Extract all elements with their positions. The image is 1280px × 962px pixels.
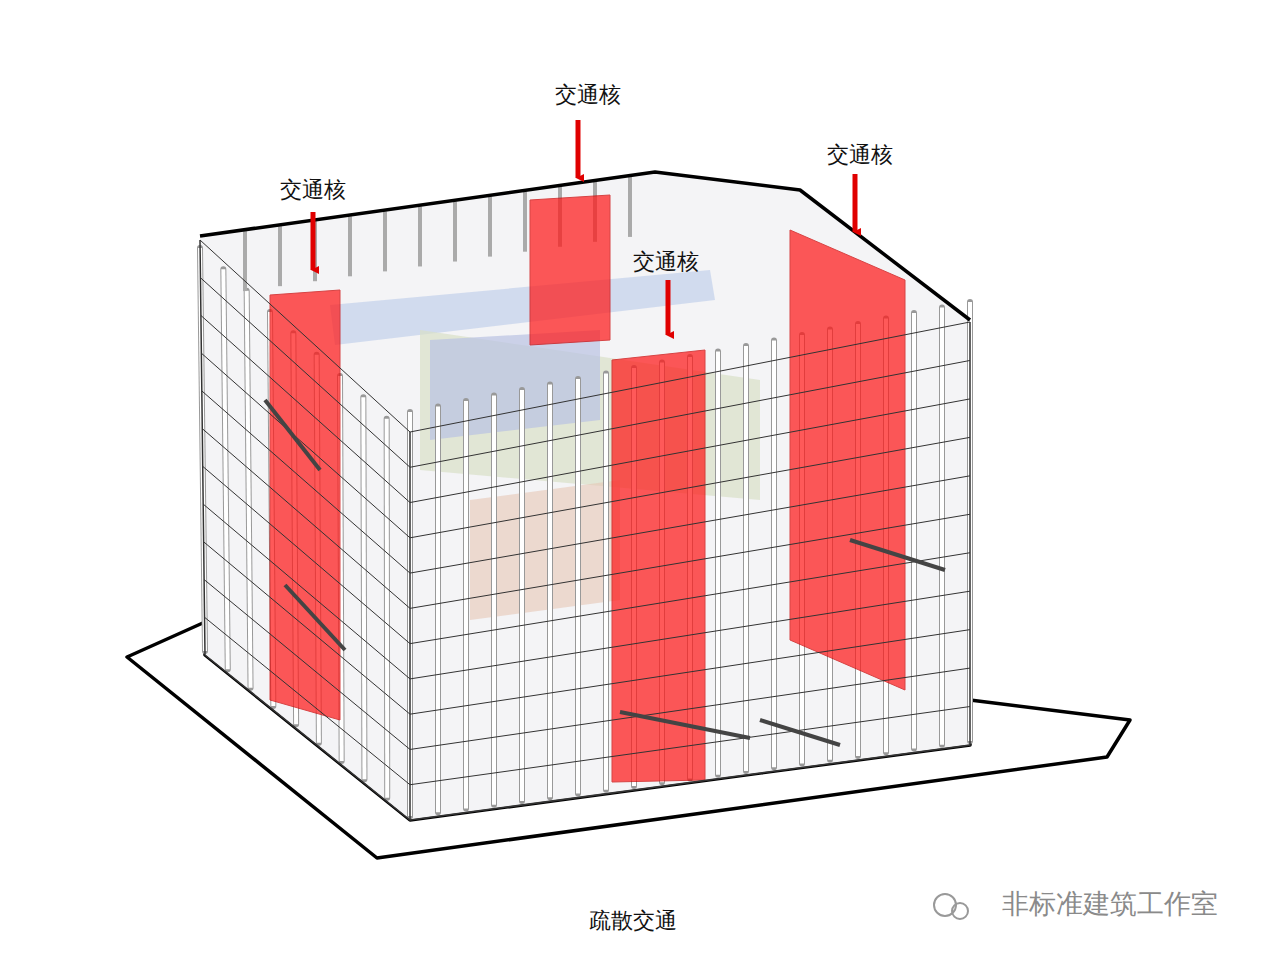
column xyxy=(743,346,749,771)
floor-line xyxy=(202,429,970,609)
column xyxy=(911,313,917,749)
column xyxy=(247,291,251,688)
column-fill xyxy=(772,341,776,768)
floor-line xyxy=(203,504,970,679)
column-fill xyxy=(247,291,251,688)
core-label: 交通核 xyxy=(633,249,699,275)
column-fill xyxy=(576,379,580,794)
core-label: 交通核 xyxy=(827,142,893,168)
leader-arrow xyxy=(666,280,671,335)
column xyxy=(603,374,609,790)
back-column xyxy=(278,226,282,286)
back-column xyxy=(628,177,632,237)
column-fill xyxy=(744,346,748,771)
back-column xyxy=(348,216,352,276)
floor-line xyxy=(202,391,970,573)
caption: 疏散交通 xyxy=(589,908,677,934)
leader-arrow xyxy=(576,120,581,178)
column-fill xyxy=(363,397,364,779)
back-column xyxy=(453,202,457,262)
column-fill xyxy=(492,396,496,805)
column-fill xyxy=(464,401,468,809)
transport-core xyxy=(790,230,905,690)
transport-core xyxy=(270,290,340,720)
column-fill xyxy=(912,313,916,749)
building-edge xyxy=(200,240,970,820)
floor-line xyxy=(200,278,970,468)
column xyxy=(223,269,227,669)
column-fill xyxy=(604,374,608,790)
transport-core xyxy=(530,195,610,345)
column xyxy=(435,407,441,813)
core-label: 交通核 xyxy=(280,177,346,203)
column xyxy=(491,396,497,805)
escalator xyxy=(285,585,345,650)
column-fill xyxy=(940,308,944,745)
column-fill xyxy=(385,419,390,798)
column xyxy=(519,390,525,801)
column xyxy=(715,352,721,775)
column xyxy=(771,341,777,768)
wechat-icon xyxy=(952,903,968,919)
floor-line xyxy=(201,353,970,538)
column-fill xyxy=(548,385,552,798)
core-label: 交通核 xyxy=(555,82,621,108)
leader-arrow xyxy=(853,174,858,232)
floor-line xyxy=(201,315,970,502)
floor-line xyxy=(203,466,970,643)
back-column xyxy=(488,197,492,257)
column-fill xyxy=(436,407,440,813)
escalator xyxy=(850,540,945,570)
column xyxy=(384,419,391,798)
column-fill xyxy=(223,269,227,669)
column xyxy=(575,379,581,794)
floor-line xyxy=(204,580,970,750)
escalator xyxy=(265,400,320,470)
column xyxy=(939,308,945,745)
column-fill xyxy=(716,352,720,775)
column-fill xyxy=(520,390,524,801)
back-column xyxy=(383,211,387,271)
escalator xyxy=(760,720,840,745)
watermark: 非标准建筑工作室 xyxy=(1002,888,1218,920)
interior-floor xyxy=(420,330,760,500)
floor-line xyxy=(204,542,970,714)
building-edge xyxy=(409,432,411,820)
building-volume xyxy=(200,172,970,820)
column xyxy=(463,401,469,809)
back-column xyxy=(418,206,422,266)
column xyxy=(363,397,364,779)
floor-line xyxy=(205,617,970,784)
skybridge xyxy=(330,270,715,345)
escalator xyxy=(620,712,750,738)
floor-line xyxy=(205,655,970,820)
back-column xyxy=(523,192,527,252)
roof-outline xyxy=(200,172,970,320)
column xyxy=(547,385,553,798)
transport-core xyxy=(612,350,705,782)
leader-arrow xyxy=(311,212,316,270)
